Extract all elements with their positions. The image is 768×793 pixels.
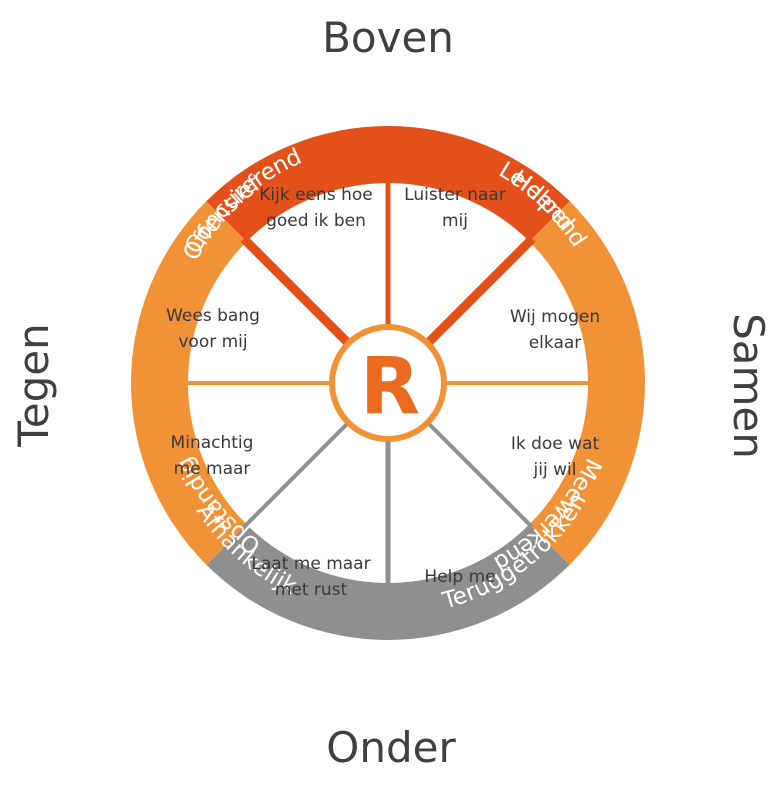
axis-label-left: Tegen bbox=[9, 323, 58, 447]
inner-label-helpend-line-1: Wij mogen bbox=[510, 307, 600, 327]
inner-label-afhankelijk-line-1: Help me bbox=[424, 567, 495, 587]
inner-label-concurerend-line-2: goed ik ben bbox=[266, 211, 366, 231]
inner-label-opstandig-line-2: me maar bbox=[174, 459, 251, 479]
logo-badge: R bbox=[329, 324, 447, 442]
inner-label-offensief-line-1: Wees bang bbox=[166, 306, 260, 326]
spokes bbox=[184, 179, 592, 587]
inner-label-leidend-line-2: mij bbox=[442, 211, 468, 231]
inner-label-meewerkend-line-1: Ik doe wat bbox=[511, 434, 600, 454]
axis-label-bottom: Onder bbox=[326, 723, 456, 772]
inner-label-opstandig-line-1: Minachtig bbox=[171, 433, 254, 453]
logo-letter: R bbox=[360, 342, 420, 432]
spoke-line bbox=[427, 422, 534, 529]
spoke-line bbox=[242, 422, 349, 529]
inner-label-teruggetrokken-line-1: Laat me maar bbox=[251, 554, 370, 574]
spoke-line bbox=[425, 235, 536, 346]
axis-label-top: Boven bbox=[322, 13, 454, 62]
inner-label-leidend-line-1: Luister naar bbox=[404, 185, 506, 205]
inner-label-meewerkend-line-2: jij wil bbox=[533, 460, 577, 480]
inner-label-helpend-line-2: elkaar bbox=[529, 333, 582, 353]
spoke-line bbox=[240, 235, 351, 346]
inner-label-concurerend-line-1: Kijk eens hoe bbox=[259, 185, 372, 205]
axis-label-right: Samen bbox=[724, 313, 768, 459]
inner-label-teruggetrokken-line-2: met rust bbox=[275, 580, 348, 600]
inner-labels: Kijk eens hoe goed ik ben Luister naar mijW… bbox=[166, 185, 600, 600]
inner-label-offensief-line-2: voor mij bbox=[178, 332, 247, 352]
